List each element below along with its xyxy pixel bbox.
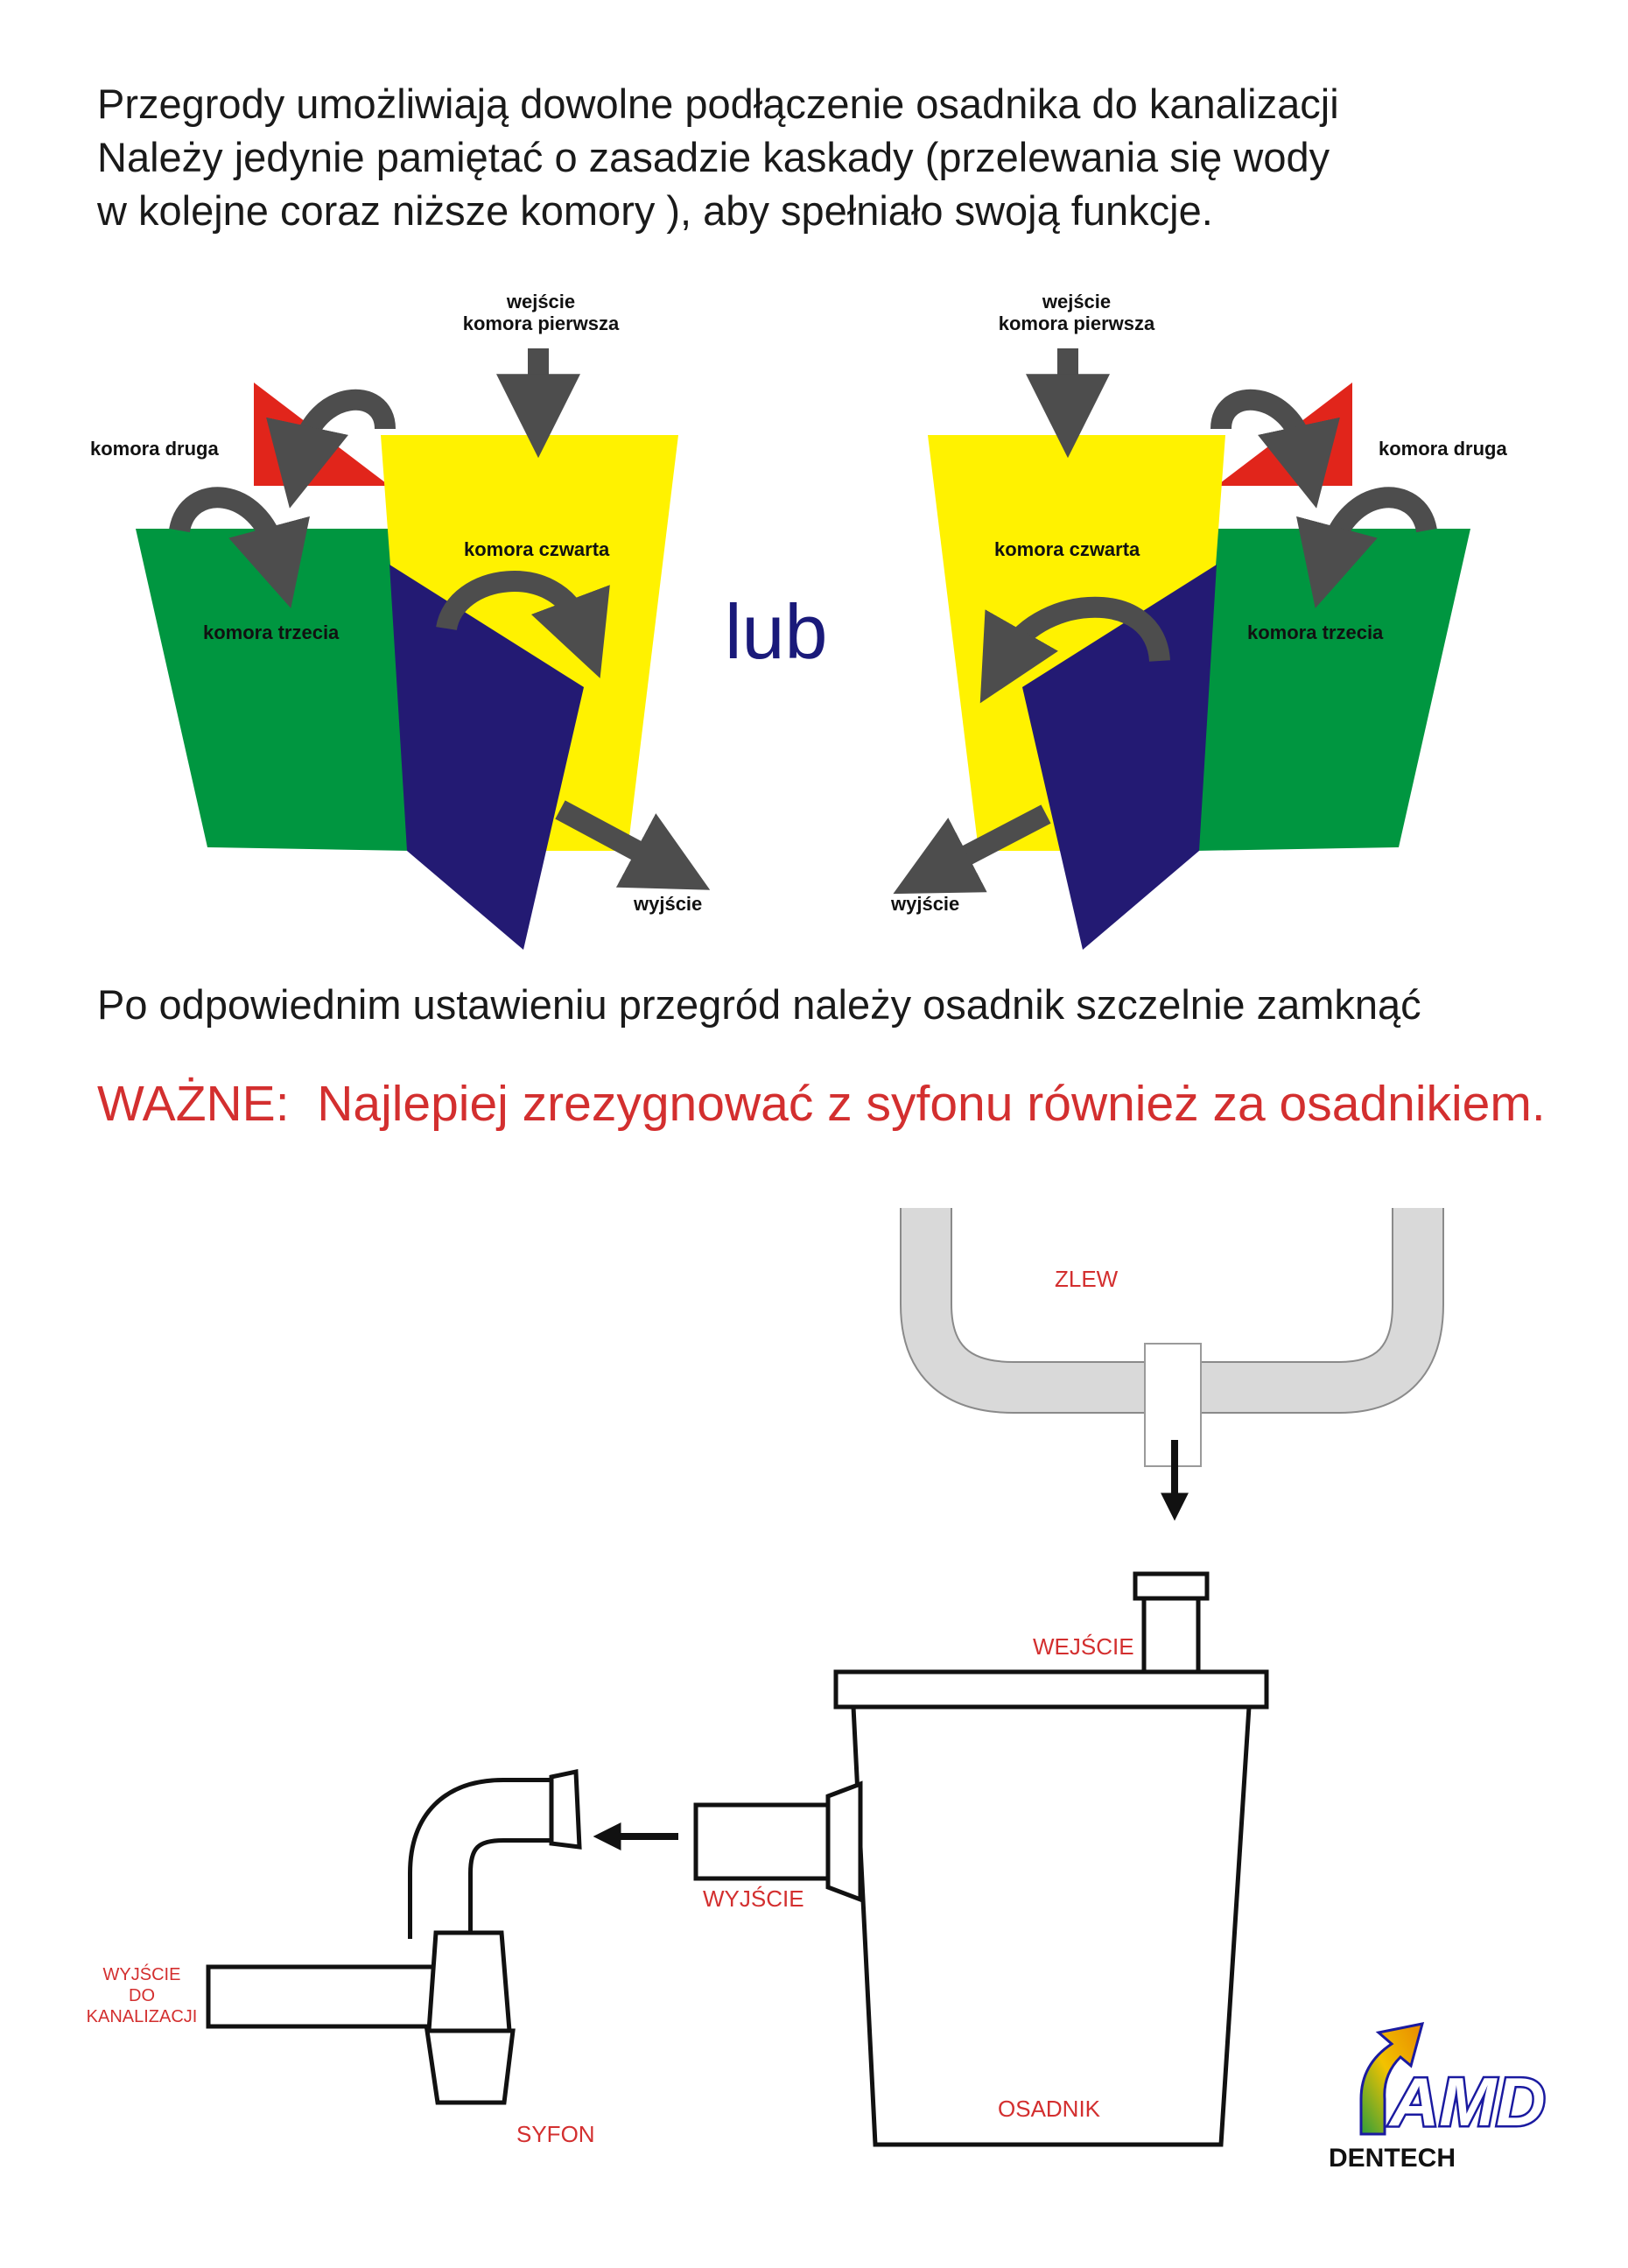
sink-basin-fill (902, 1208, 1442, 1412)
outlet-arrow-right (893, 804, 1051, 895)
chamber-diagram-left: wejście komora pierwsza komora druga kom… (90, 291, 711, 950)
inlet-label-right-1: wejście (1042, 291, 1111, 312)
chamber3-label-left: komora trzecia (203, 621, 340, 643)
flow-arrows-left (169, 348, 711, 890)
chamber4-label-left: komora czwarta (464, 538, 610, 560)
drain-label-1: WYJŚCIE (103, 1963, 181, 1984)
curved-arrow-2-right (1296, 487, 1437, 608)
instruction-text: Po odpowiednim ustawieniu przegród należ… (97, 981, 1421, 1028)
intro-line-2: Należy jedynie pamiętać o zasadzie kaska… (97, 134, 1330, 180)
curved-arrow-1-left (266, 389, 396, 509)
inlet-label-left-1: wejście (506, 291, 575, 312)
outlet-flange (825, 1780, 863, 1903)
curved-arrow-2-left (169, 487, 310, 608)
outlet-label: WYJŚCIE (703, 1885, 804, 1912)
trap-elbow-end (549, 1768, 582, 1850)
trap-elbow-inner (412, 1782, 560, 1939)
chamber-diagram-right: wejście komora pierwsza komora druga kom… (890, 291, 1507, 950)
inlet-label: WEJŚCIE (1033, 1633, 1134, 1660)
chamber2-label-left: komora druga (90, 438, 219, 460)
logo-brand: AMD (1388, 2063, 1546, 2140)
trap-label: SYFON (516, 2121, 595, 2147)
logo-arrow-icon (1359, 2022, 1425, 2136)
sink-label: ZLEW (1055, 1266, 1119, 1292)
chamber3-label-right: komora trzecia (1247, 621, 1384, 643)
flow-arrows-right (893, 348, 1437, 895)
warning-text: WAŻNE: Najlepiej zrezygnować z syfonu ró… (97, 1076, 1546, 1132)
inlet-label-left-2: komora pierwsza (463, 312, 620, 334)
installation-diagram: ZLEW WEJŚCIE OSADNIK WYJŚCIE WYJŚCIE DO … (87, 1208, 1444, 2147)
curved-arrow-3-left (436, 571, 610, 678)
outlet-label-right: wyjście (890, 893, 959, 915)
logo-name: DENTECH (1329, 2144, 1456, 2173)
curved-arrow-3-right (979, 596, 1170, 704)
tank-lid (833, 1669, 1269, 1710)
inlet-label-right-2: komora pierwsza (999, 312, 1155, 334)
trap-upper (426, 1930, 512, 2033)
trap-lower (425, 2028, 516, 2105)
tank-body (851, 1704, 1252, 2147)
chamber4-label-right: komora czwarta (994, 538, 1140, 560)
intro-line-1: Przegrody umożliwiają dowolne podłączeni… (97, 81, 1339, 127)
tank-label: OSADNIK (998, 2096, 1101, 2122)
outlet-pipe (693, 1802, 831, 1881)
amd-dentech-logo: AMD DENTECH (1329, 2022, 1547, 2173)
separator-or: lub (725, 588, 827, 675)
intro-text: Przegrody umożliwiają dowolne podłączeni… (97, 77, 1585, 237)
outlet-arrow-left (555, 800, 711, 890)
intro-line-3: w kolejne coraz niższe komory ), aby spe… (97, 187, 1213, 234)
inlet-pipe (1141, 1596, 1201, 1675)
drain-label-3: KANALIZACJI (87, 2007, 198, 2026)
outlet-label-left: wyjście (633, 893, 702, 915)
drain-label-2: DO (129, 1986, 155, 2005)
chamber-third-right (1195, 529, 1470, 851)
partition-navy-right (1022, 565, 1217, 950)
chamber2-label-right: komora druga (1379, 438, 1507, 460)
chamber-third-left (136, 529, 411, 851)
curved-arrow-1-right (1210, 389, 1340, 509)
drain-pipe (206, 1964, 439, 2029)
inlet-collar (1133, 1571, 1210, 1601)
